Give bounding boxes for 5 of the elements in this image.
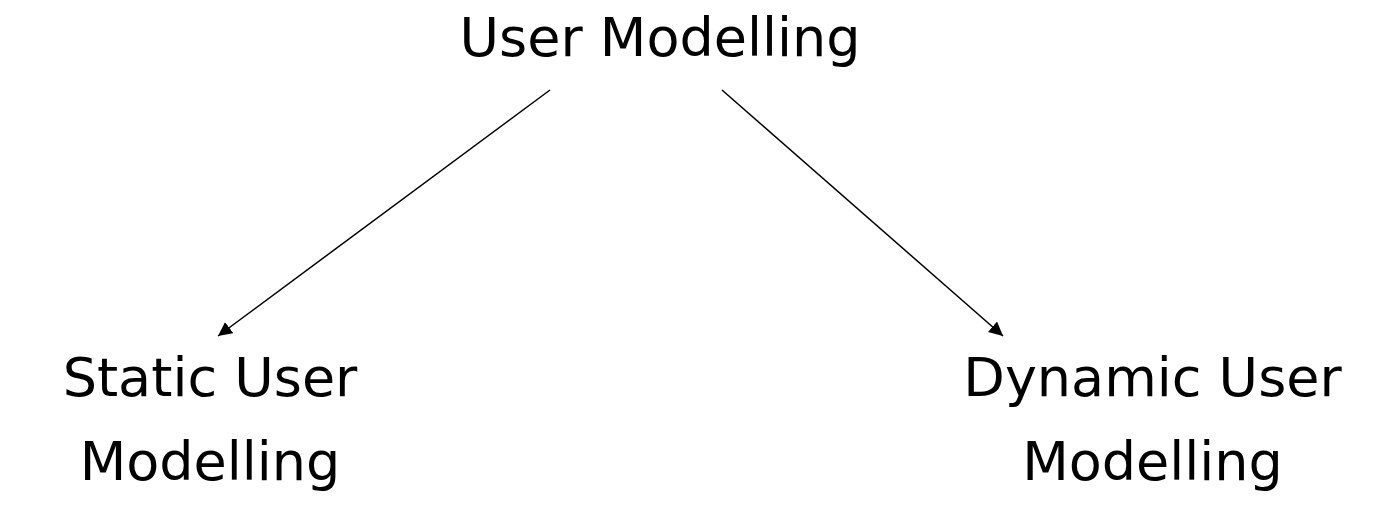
node-label: Dynamic User Modelling: [962, 345, 1343, 495]
arrow: [217, 89, 551, 337]
arrow: [721, 89, 1004, 337]
node-label: User Modelling: [458, 5, 862, 71]
node-label: Static User Modelling: [61, 345, 359, 495]
